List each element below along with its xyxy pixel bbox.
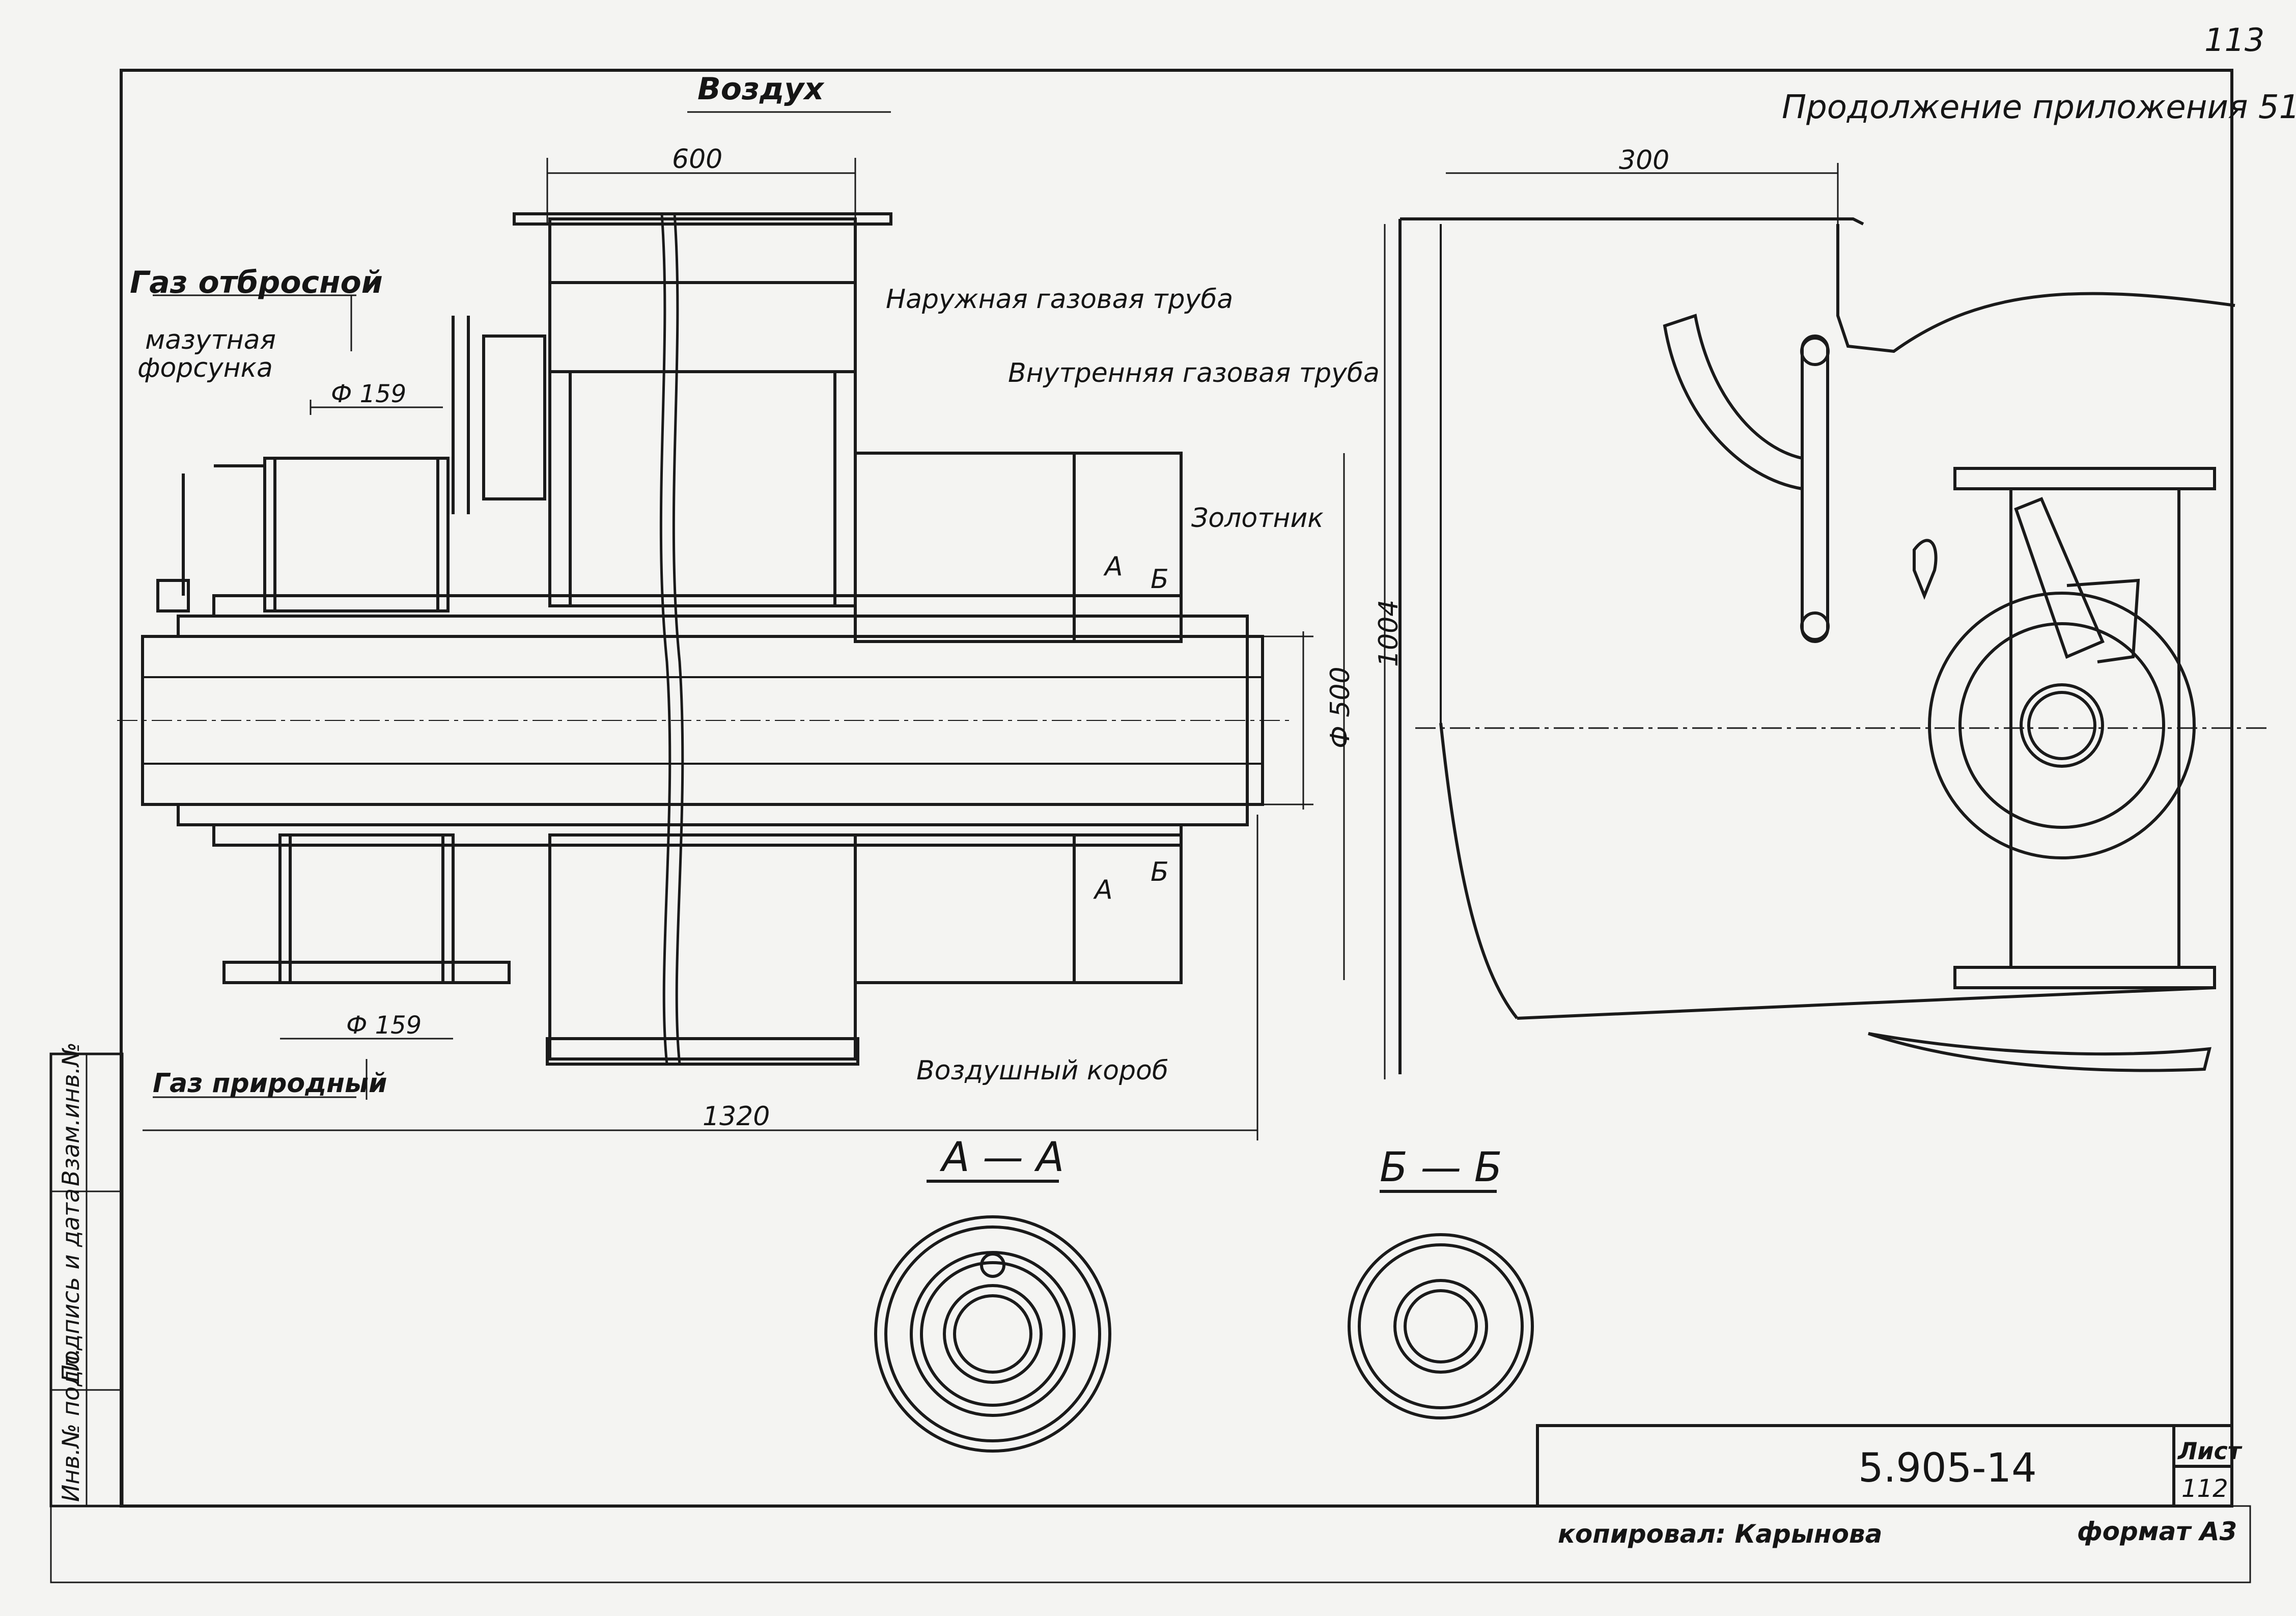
marker-b-top: Б <box>1151 564 1169 595</box>
air-box-label: Воздушный короб <box>916 1055 1168 1086</box>
main-dimensions <box>143 111 1345 1140</box>
format-label: формат А3 <box>2077 1517 2237 1546</box>
side-dimensions <box>1384 163 2271 1079</box>
continuation-note: Продолжение приложения 51 <box>1782 89 2296 126</box>
section-aa <box>874 1180 1111 1453</box>
side-view <box>1398 217 2235 1074</box>
dim-1320: 1320 <box>703 1101 770 1132</box>
inner-gas-pipe-label: Внутренняя газовая труба <box>1008 358 1380 388</box>
stamp-inv-original: Инв.№ подл. <box>57 1348 85 1502</box>
dim-500: Ф 500 <box>1325 666 1356 748</box>
marker-a-bottom: А <box>1093 875 1113 905</box>
stamp-replaces-inv: Взам.инв.№ <box>57 1042 85 1186</box>
sheet-label: Лист <box>2177 1437 2243 1465</box>
stamp-sign-date: Подпись и дата <box>57 1188 85 1382</box>
dim-159-top: Ф 159 <box>331 380 406 408</box>
dim-1004: 1004 <box>1374 600 1404 667</box>
fuel-nozzle-label-1: мазутная <box>145 325 276 355</box>
section-aa-title: А — А <box>939 1133 1064 1181</box>
burner-assembly <box>117 212 1293 1066</box>
natural-gas-label: Газ природный <box>153 1068 387 1099</box>
marker-b-bottom: Б <box>1151 857 1169 887</box>
dim-600: 600 <box>672 144 722 175</box>
page-number: 113 <box>2204 21 2264 59</box>
spool-label: Золотник <box>1191 503 1324 534</box>
title-block <box>1536 1424 2233 1508</box>
section-bb <box>1348 1190 1534 1419</box>
air-label: Воздух <box>697 71 825 107</box>
dim-159-bottom: Ф 159 <box>346 1011 422 1040</box>
fuel-nozzle-label-2: форсунка <box>137 353 273 383</box>
sheet-number: 112 <box>2181 1474 2228 1503</box>
outer-gas-pipe-label: Наружная газовая труба <box>886 284 1233 315</box>
designation: 5.905-14 <box>1858 1445 2037 1491</box>
marker-a-top: А <box>1103 551 1123 582</box>
dim-300: 300 <box>1619 145 1669 176</box>
section-bb-title: Б — Б <box>1380 1144 1502 1191</box>
side-stamp: Инв.№ подл. Подпись и дата Взам.инв.№ <box>49 1042 124 1508</box>
copied-by: копировал: Карынова <box>1558 1519 1882 1549</box>
gas-waste-label: Газ отбросной <box>130 265 383 300</box>
